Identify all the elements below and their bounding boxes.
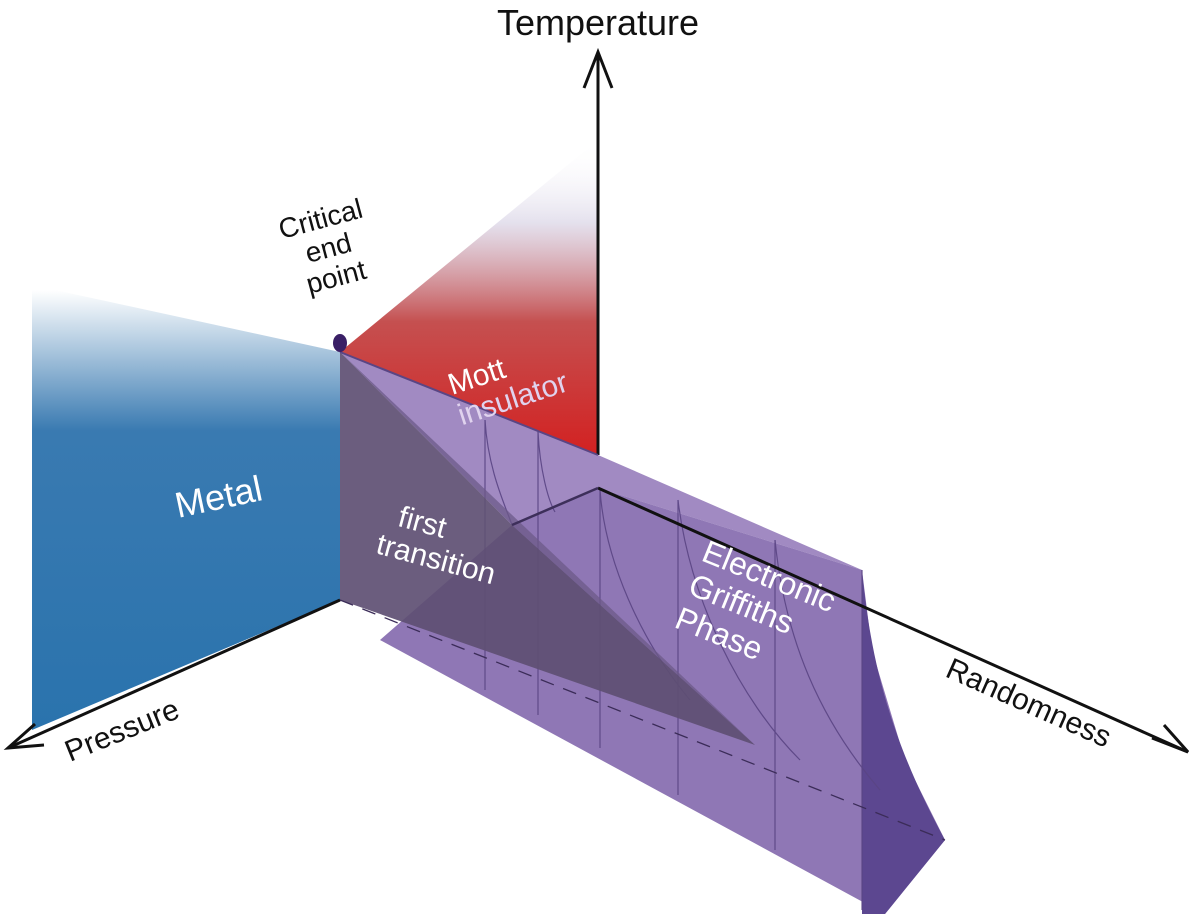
randomness-arrow-head [1151, 724, 1190, 754]
randomness-axis-label: Randomness [941, 652, 1116, 754]
wall-top-edge [339, 351, 599, 456]
randomness-axis [597, 486, 1189, 754]
griffiths-wall-top [340, 352, 862, 570]
first-transition-shadow [340, 352, 755, 745]
temperature-arrow-head [582, 47, 614, 89]
first-transition-surface [340, 352, 755, 745]
critical-end-point [333, 334, 347, 352]
slice-planes [484, 419, 881, 910]
temperature-axis-label: Temperature [497, 2, 699, 43]
critical-end-point-label: Critical end point [275, 193, 369, 300]
griffiths-wall-side [862, 570, 945, 914]
randomness-floor-dashes [339, 599, 946, 841]
pressure-arrow-head [3, 722, 45, 750]
pressure-axis [7, 598, 341, 750]
metal-region [32, 285, 340, 730]
wall-inner-edge [511, 486, 599, 527]
mott-insulator-region [340, 140, 598, 455]
